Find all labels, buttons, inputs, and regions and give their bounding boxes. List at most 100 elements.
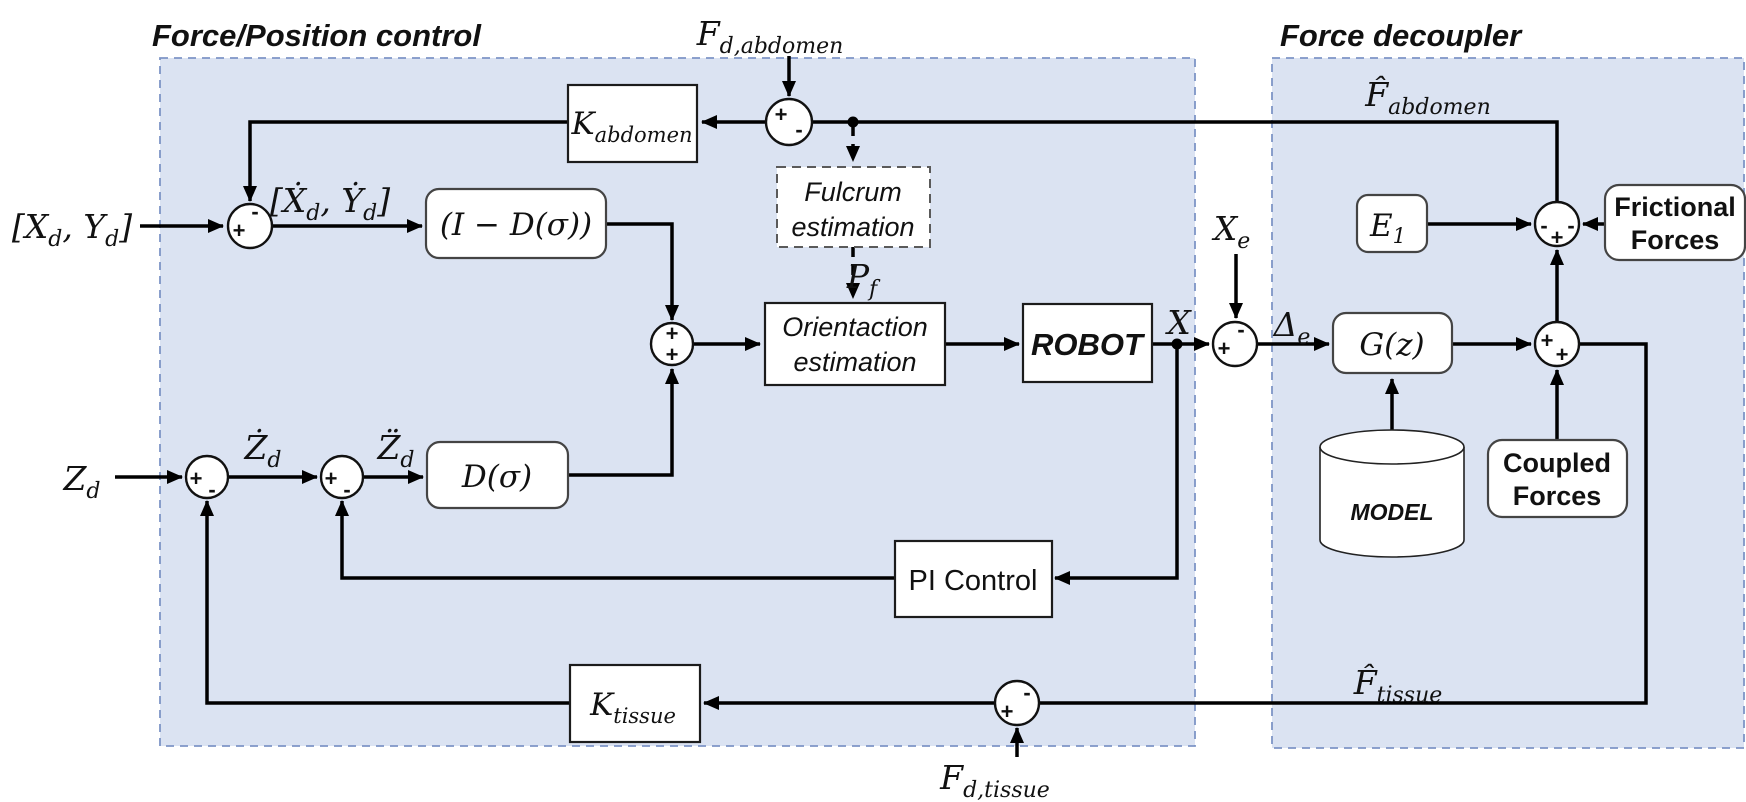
force-decoupler-title: Force decoupler xyxy=(1280,18,1523,53)
coupled-forces-line2: Forces xyxy=(1513,481,1602,511)
sum-xy-circle xyxy=(226,202,274,250)
d-sigma-box xyxy=(425,440,570,510)
sum-abdomen-circle xyxy=(764,97,814,147)
k-abdomen-block: Kabdomen xyxy=(566,83,699,164)
sum-decoupler-mid-bottom-sign: + xyxy=(1556,342,1569,367)
force-decoupler-region xyxy=(1271,57,1745,749)
wire-ktissue-to-z1sum xyxy=(200,500,570,705)
sum-z2-bottom-sign: - xyxy=(343,477,350,502)
g-z-block: G(z) xyxy=(1331,311,1454,375)
sum-z1: + - xyxy=(184,454,230,502)
junction-dot-abdomen xyxy=(847,116,859,128)
robot-label: ROBOT xyxy=(1031,327,1146,362)
sum-decoupler-top-bottom-sign: + xyxy=(1551,225,1564,250)
k-abdomen-label: Kabdomen xyxy=(570,106,692,147)
label-delta-e: Δe xyxy=(1272,305,1311,350)
coupled-forces-line1: Coupled xyxy=(1503,448,1611,478)
k-abdomen-box xyxy=(566,83,699,164)
sum-z2: + - xyxy=(319,454,365,502)
wire-kabdomen-to-xysum xyxy=(243,120,568,202)
wire-x-to-picontrol xyxy=(1054,344,1179,585)
d-sigma-label: D(σ) xyxy=(461,459,532,495)
model-cylinder-body xyxy=(1319,447,1465,558)
sum-decoupler-mid-circle xyxy=(1533,320,1581,368)
i-minus-d-block: (I − D(σ)) xyxy=(424,187,608,260)
junction-dot-x xyxy=(1171,338,1183,350)
sum-z1-bottom-sign: - xyxy=(208,477,215,502)
frictional-forces-line2: Forces xyxy=(1631,225,1720,255)
g-z-label: G(z) xyxy=(1359,327,1424,363)
sum-z2-left-sign: + xyxy=(325,466,338,491)
pi-control-block: PI Control xyxy=(893,539,1054,619)
i-minus-d-box xyxy=(424,187,608,260)
d-sigma-block: D(σ) xyxy=(425,440,570,510)
sum-tissue-top-sign: - xyxy=(1023,680,1030,705)
label-fd-tissue: Fd,tissue xyxy=(939,758,1050,802)
fulcrum-estimation-box xyxy=(776,166,931,248)
orientation-estimation-line1: Orientaction xyxy=(782,312,928,342)
model-label: MODEL xyxy=(1350,499,1433,525)
label-xdot-ydot: [Ẋd, Ẏd] xyxy=(270,181,390,226)
force-position-control-region xyxy=(159,57,1196,747)
sum-decoupler-mid-left-sign: + xyxy=(1541,328,1554,353)
sum-decoupler-mid: + + xyxy=(1533,320,1581,368)
sum-plus-bottom-sign: + xyxy=(666,342,679,367)
coupled-forces-box xyxy=(1486,438,1629,519)
e1-block: E1 xyxy=(1355,193,1429,254)
i-minus-d-label: (I − D(σ)) xyxy=(440,207,592,243)
label-fhat-abdomen: F̂abdomen xyxy=(1364,74,1490,120)
orientation-estimation-line2: estimation xyxy=(793,347,916,377)
sum-decoupler-top-circle xyxy=(1533,200,1581,248)
sum-tissue: - + xyxy=(993,679,1041,727)
fulcrum-estimation-line1: Fulcrum xyxy=(804,177,902,207)
e1-label: E1 xyxy=(1369,208,1406,248)
wire-picontrol-to-z2sum xyxy=(335,500,895,580)
label-fhat-tissue: F̂tissue xyxy=(1353,662,1443,708)
label-zdot: Żd xyxy=(243,428,281,473)
robot-box xyxy=(1021,302,1154,384)
model-cylinder-top xyxy=(1319,429,1465,465)
k-tissue-label: Ktissue xyxy=(589,687,676,728)
sum-abdomen: + - xyxy=(764,97,814,147)
fulcrum-estimation-block: Fulcrum estimation xyxy=(776,166,931,248)
label-xd-yd: [Xd, Yd] xyxy=(12,207,132,252)
model-database-cylinder: MODEL xyxy=(1319,429,1465,558)
sum-abdomen-right-sign: - xyxy=(795,117,802,142)
force-position-control-title: Force/Position control xyxy=(152,18,482,53)
sum-tissue-bottom-sign: + xyxy=(1001,699,1014,724)
wire-fhat-abdomen-feedback xyxy=(811,120,1559,202)
g-z-box xyxy=(1331,311,1454,375)
sum-decoupler-top-right-sign: - xyxy=(1567,213,1574,238)
sum-decoupler-top-left-sign: - xyxy=(1540,213,1547,238)
orientation-estimation-block: Orientaction estimation xyxy=(763,301,947,387)
pi-control-box xyxy=(893,539,1054,619)
sum-xe: - + xyxy=(1211,317,1259,368)
sum-z1-left-sign: + xyxy=(190,466,203,491)
wire-dsigma-to-plussum xyxy=(568,368,679,477)
label-fd-abdomen: Fd,abdomen xyxy=(696,14,844,59)
sum-z1-circle xyxy=(184,454,230,500)
label-zddot: Z̈d xyxy=(376,428,414,473)
label-xe: Xe xyxy=(1211,209,1251,254)
sum-plus-top-sign: + xyxy=(666,321,679,346)
orientation-estimation-box xyxy=(763,301,947,387)
label-x: X xyxy=(1164,303,1192,342)
sum-xe-circle xyxy=(1211,320,1259,368)
sum-xe-top-sign: - xyxy=(1237,317,1244,342)
k-tissue-box xyxy=(568,663,702,744)
label-zd: Zd xyxy=(62,459,100,504)
pi-control-label: PI Control xyxy=(909,565,1038,597)
sum-tissue-circle xyxy=(993,679,1041,727)
frictional-forces-block: Frictional Forces xyxy=(1603,183,1746,262)
wire-imd-to-plussum xyxy=(606,222,679,321)
sum-decoupler-top: - - + xyxy=(1533,200,1581,250)
fulcrum-estimation-line2: estimation xyxy=(791,212,914,242)
sum-plus-circle xyxy=(649,321,695,367)
sum-xe-left-sign: + xyxy=(1218,336,1231,361)
k-tissue-block: Ktissue xyxy=(568,663,702,744)
sum-xy-left-sign: + xyxy=(233,218,246,243)
frictional-forces-line1: Frictional xyxy=(1614,192,1736,222)
robot-block: ROBOT xyxy=(1021,302,1154,384)
